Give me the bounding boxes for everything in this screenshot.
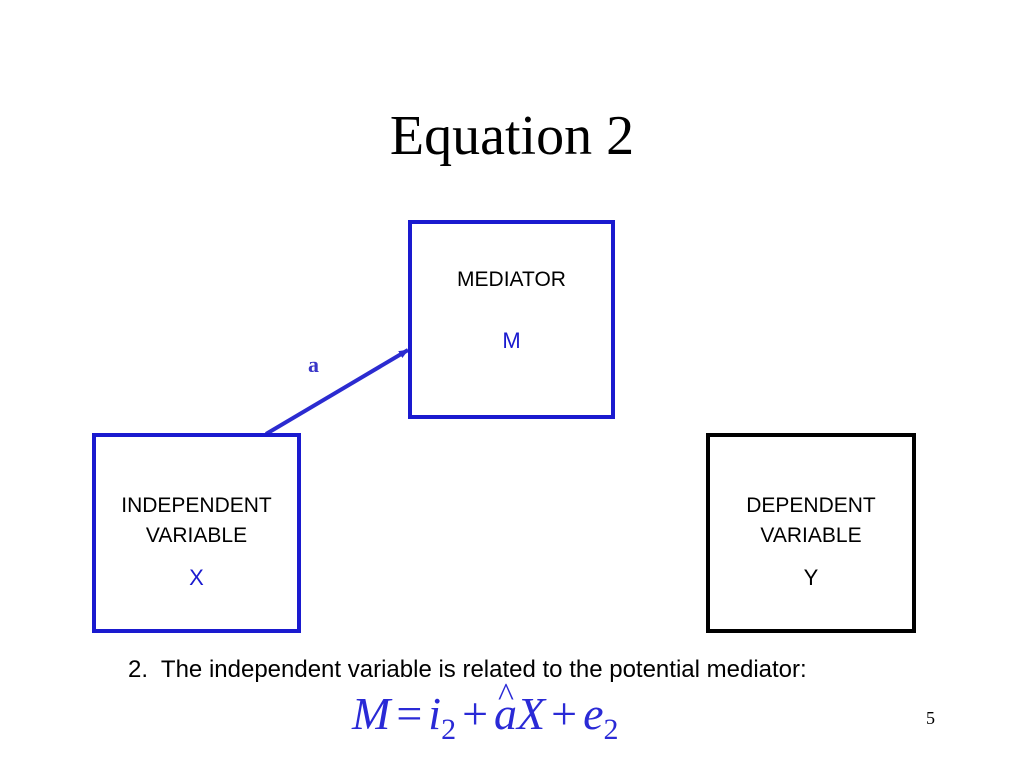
equation-error: e <box>583 688 604 739</box>
mediator-symbol: M <box>502 328 521 353</box>
equation-coefficient-hat: ^ <box>498 677 514 714</box>
independent-label-line1: INDEPENDENT <box>121 494 272 517</box>
dependent-variable-box: DEPENDENT VARIABLE Y <box>706 433 916 633</box>
mediator-label: MEDIATOR <box>457 268 566 291</box>
equation-plus-2: + <box>551 688 578 739</box>
equation-intercept: i <box>428 688 442 739</box>
equation-plus-1: + <box>462 688 489 739</box>
equation: M=i2+a^X+e2 <box>352 677 619 760</box>
equation-intercept-subscript: 2 <box>441 713 457 746</box>
equation-coefficient-letter: a <box>494 688 518 739</box>
independent-variable-box: INDEPENDENT VARIABLE X <box>92 433 301 633</box>
slide-number: 5 <box>926 708 935 728</box>
path-a-label: a <box>308 352 319 377</box>
mediator-box: MEDIATOR M <box>408 220 615 419</box>
equation-caption: 2. The independent variable is related t… <box>128 656 807 683</box>
equation-predictor: X <box>517 688 546 739</box>
equation-equals: = <box>396 688 423 739</box>
slide-title: Equation 2 <box>389 105 635 167</box>
dependent-label-line2: VARIABLE <box>760 524 862 547</box>
equation-coefficient: a^ <box>494 677 518 744</box>
dependent-symbol: Y <box>803 565 819 590</box>
equation-error-subscript: 2 <box>603 713 619 746</box>
dependent-label-line1: DEPENDENT <box>746 494 876 517</box>
independent-label-line2: VARIABLE <box>145 524 248 547</box>
equation-lhs: M <box>352 688 391 739</box>
independent-symbol: X <box>189 565 204 590</box>
